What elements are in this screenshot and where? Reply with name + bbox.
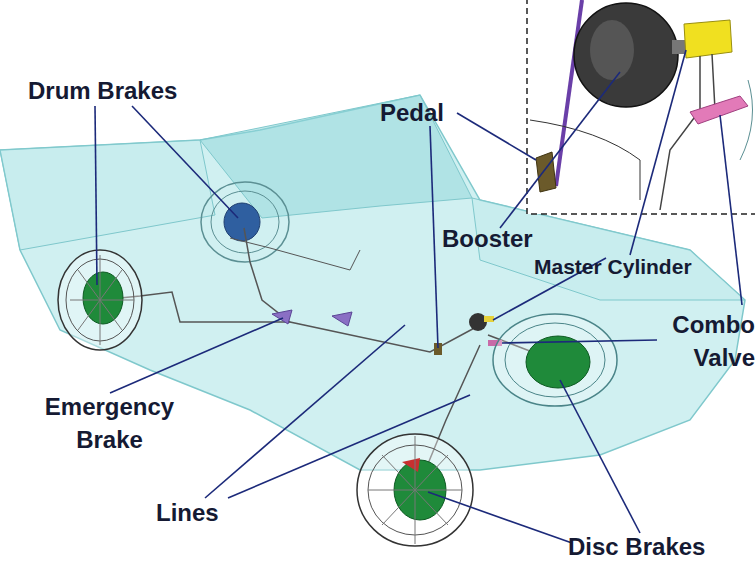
- master-cylinder: [484, 316, 494, 322]
- leader-line: [428, 492, 572, 543]
- drum-brake: [83, 272, 123, 324]
- wheel-mesh: [505, 323, 605, 397]
- part-label: Pedal: [380, 96, 470, 129]
- part-label: Master Cylinder: [534, 250, 755, 283]
- leader-line: [430, 126, 438, 348]
- inset-wheel-mesh: [740, 80, 753, 160]
- leader-line: [560, 380, 640, 533]
- booster-highlight: [590, 20, 634, 80]
- leader-line: [500, 72, 620, 228]
- master-cylinder-reservoir: [684, 20, 732, 58]
- wheel-mesh: [58, 250, 142, 350]
- part-label: Lines: [156, 496, 246, 529]
- inset-frame: [527, 0, 755, 214]
- leader-line: [110, 318, 283, 393]
- booster: [574, 3, 678, 107]
- wheel-spokes: [70, 255, 134, 345]
- wheel-spokes: [368, 436, 462, 544]
- leader-line: [457, 113, 536, 160]
- wheel-mesh: [357, 434, 473, 546]
- emergency-brake-part: [332, 312, 352, 326]
- leader-line: [228, 395, 470, 498]
- car-trunk: [0, 140, 215, 250]
- inset-brake-line: [660, 54, 715, 210]
- leader-line: [502, 340, 657, 343]
- leader-line: [720, 115, 742, 305]
- brake-line: [230, 238, 360, 270]
- part-label: Booster: [442, 222, 562, 255]
- leader-line: [95, 106, 97, 285]
- part-label: Drum Brakes: [28, 74, 228, 107]
- inset-wire: [530, 120, 640, 200]
- part-label: Combo Valve: [655, 308, 755, 374]
- disc-brake: [526, 336, 590, 388]
- pedal-lever: [556, 0, 582, 186]
- leader-lines: [95, 50, 742, 543]
- combo-valve: [690, 96, 748, 124]
- part-label: Emergency Brake: [22, 390, 197, 456]
- wheel-mesh: [493, 314, 617, 406]
- leader-line: [630, 50, 686, 255]
- part-label: Disc Brakes: [568, 530, 753, 563]
- brake-caliper: [402, 458, 420, 472]
- leader-line: [132, 106, 238, 218]
- leader-line: [205, 325, 405, 498]
